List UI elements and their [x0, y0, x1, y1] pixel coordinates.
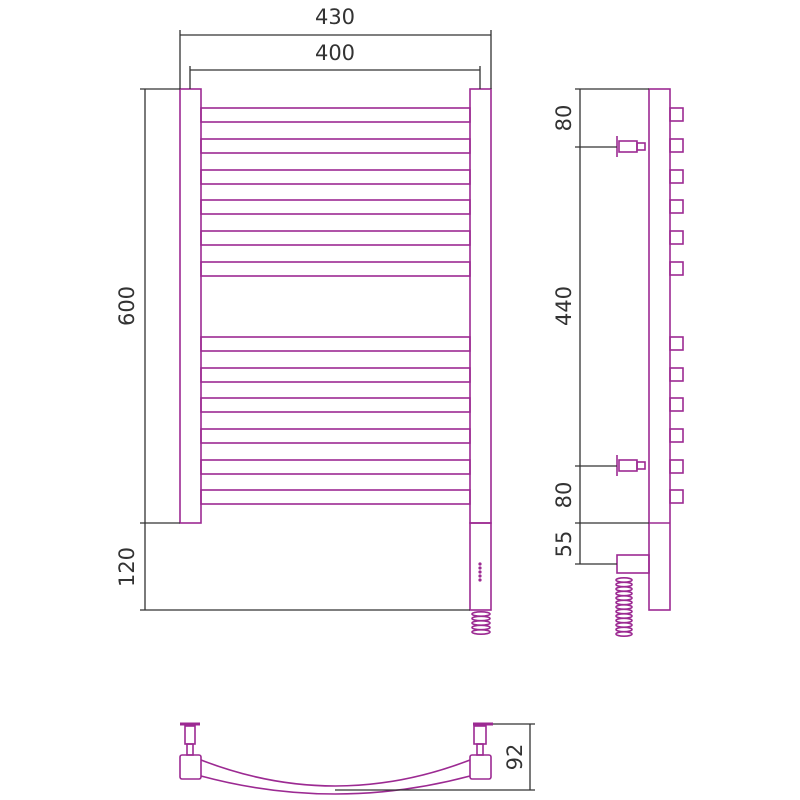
dim-80-bottom-label: 80 — [552, 482, 576, 509]
bar-stub — [669, 397, 684, 412]
right-riser — [469, 88, 492, 524]
bar-stub — [669, 199, 684, 214]
left-riser — [179, 88, 202, 524]
bar-stub — [669, 169, 684, 184]
bar-stub — [669, 489, 684, 504]
crossbar — [200, 230, 471, 246]
bar-stub — [669, 367, 684, 382]
dim-80-top-label: 80 — [552, 105, 576, 132]
dim-55-label: 55 — [552, 531, 576, 558]
left-end-cap — [179, 754, 202, 780]
crossbar — [200, 336, 471, 352]
side-riser — [648, 88, 671, 611]
dim-120-label: 120 — [115, 547, 139, 587]
bar-stub — [669, 138, 684, 153]
top-view: 92 — [179, 722, 535, 795]
coil-turn — [471, 628, 491, 635]
crossbar — [200, 107, 471, 123]
dim-430-label: 430 — [315, 5, 355, 29]
bar-stub — [669, 230, 684, 245]
crossbar — [200, 367, 471, 383]
bar-stub — [669, 336, 684, 351]
dim-400-label: 400 — [315, 41, 355, 65]
bar-stub — [669, 107, 684, 122]
heater-housing — [469, 522, 492, 611]
bar-stubs — [669, 107, 684, 504]
coil-turn — [615, 630, 633, 637]
side-view: 80 440 80 55 — [552, 88, 684, 637]
wall-bracket-bottom — [616, 455, 646, 476]
indicator-dots — [478, 562, 482, 582]
cable-coil-front — [471, 610, 491, 635]
cable-outlet — [616, 554, 650, 574]
wall-bracket-top — [616, 136, 646, 157]
crossbar — [200, 169, 471, 185]
crossbars — [200, 107, 471, 505]
crossbar — [200, 138, 471, 154]
curved-bar-outer — [200, 759, 471, 787]
dim-440-label: 440 — [552, 286, 576, 326]
crossbar — [200, 459, 471, 475]
crossbar — [200, 489, 471, 505]
dim-600-label: 600 — [115, 286, 139, 326]
front-view: 430 400 600 120 — [115, 5, 492, 635]
bar-stub — [669, 428, 684, 443]
dim-92-label: 92 — [503, 744, 527, 771]
bar-stub — [669, 261, 684, 276]
crossbar — [200, 428, 471, 444]
bar-stub — [669, 459, 684, 474]
crossbar — [200, 261, 471, 277]
right-end-cap — [469, 754, 492, 780]
crossbar — [200, 199, 471, 215]
cable-coil-side — [615, 576, 633, 637]
crossbar — [200, 397, 471, 413]
